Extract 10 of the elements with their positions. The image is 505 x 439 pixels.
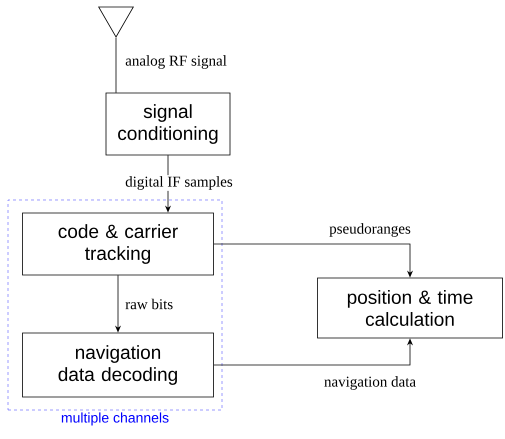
process-box: position & time calculation xyxy=(317,278,503,338)
edge-label: digital IF samples xyxy=(124,175,234,191)
edge-label: analog RF signal xyxy=(124,54,228,70)
edge-label: pseudoranges xyxy=(328,222,412,238)
edge-label: navigation data xyxy=(322,375,418,391)
process-box: navigation data decoding xyxy=(22,332,214,398)
process-box: signal conditioning xyxy=(106,92,230,156)
node-label: multiple channels xyxy=(62,412,169,426)
process-box: code & carrier tracking xyxy=(22,212,214,276)
edge-label: raw bits xyxy=(124,298,174,310)
